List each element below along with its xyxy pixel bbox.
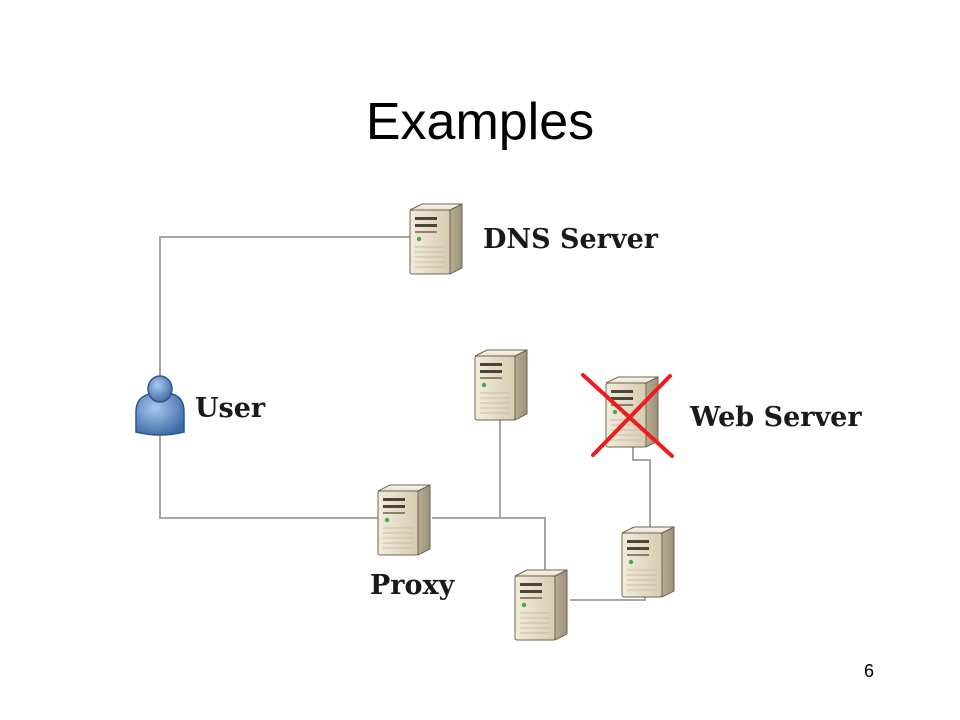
- failure-cross-icon: [581, 373, 674, 458]
- proxy-label: Proxy: [370, 570, 455, 601]
- page-number: 6: [864, 661, 875, 681]
- link-proxy-server-top: [432, 420, 501, 519]
- link-right-server-web: [632, 445, 651, 528]
- proxy-server-icon: [377, 484, 431, 556]
- user-icon: [135, 375, 185, 436]
- server-icon: [514, 569, 568, 641]
- web-server-label: Web Server: [690, 402, 862, 433]
- link-proxy-server-bottom: [432, 517, 546, 570]
- link-user-dns: [159, 236, 410, 380]
- connection-lines: [159, 236, 651, 601]
- dns-server-label: DNS Server: [483, 224, 658, 255]
- server-icon: [474, 349, 528, 421]
- server-icon: [621, 526, 675, 598]
- dns-server-icon: [409, 203, 463, 275]
- link-user-proxy: [159, 432, 380, 519]
- user-label: User: [195, 393, 266, 424]
- slide-title: Examples: [365, 93, 595, 151]
